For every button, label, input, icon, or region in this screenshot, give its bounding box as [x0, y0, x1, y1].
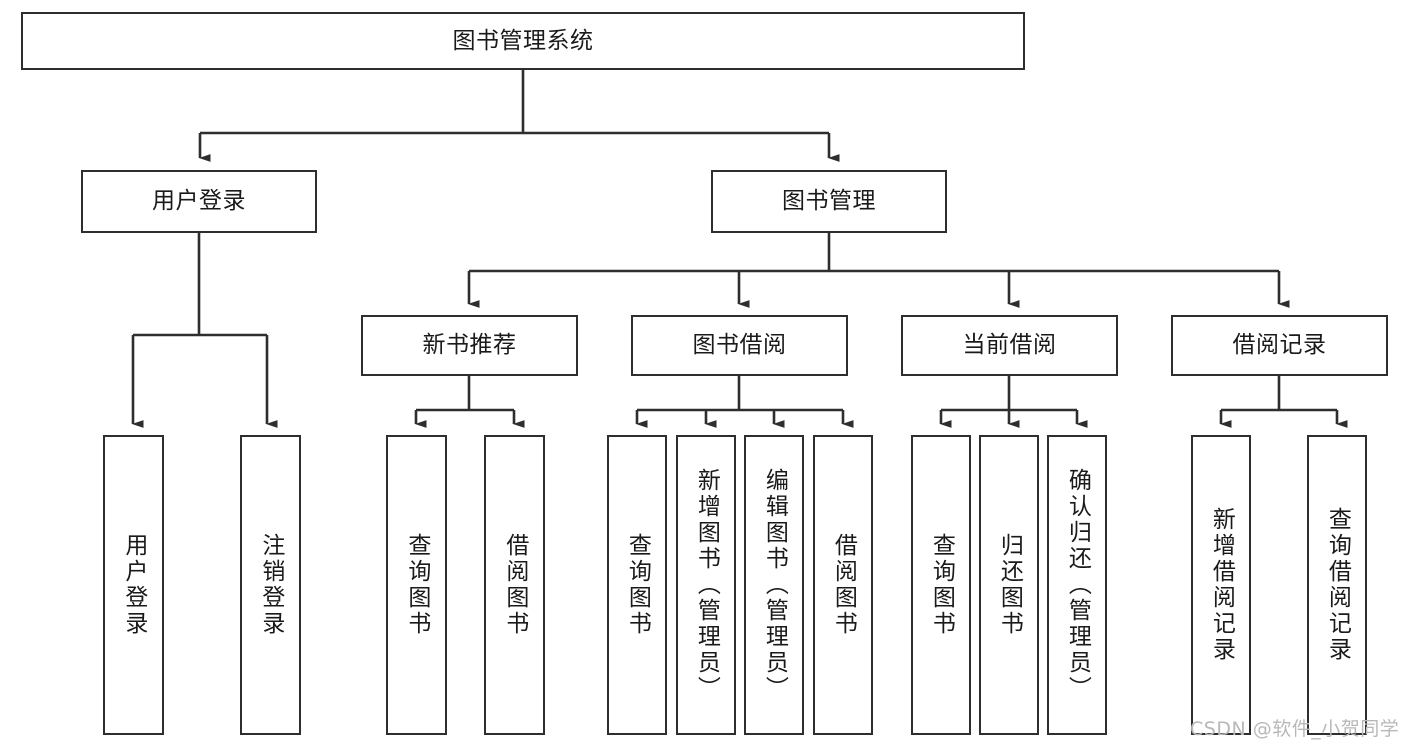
node-label: 当前借阅 — [962, 332, 1057, 359]
edge-group-book-manage — [467, 233, 1290, 308]
node-leaf-borrow-book-2[interactable]: 借阅图书 — [813, 435, 873, 735]
node-new-book-recommend[interactable]: 新书推荐 — [361, 315, 578, 376]
node-label: 查询图书 — [403, 533, 430, 637]
edge-group-current-borrow — [939, 376, 1088, 428]
node-leaf-user-login[interactable]: 用户登录 — [103, 435, 164, 735]
node-leaf-query-book-3[interactable]: 查询图书 — [911, 435, 971, 735]
node-current-borrow[interactable]: 当前借阅 — [901, 315, 1118, 376]
node-leaf-borrow-book-1[interactable]: 借阅图书 — [484, 435, 545, 735]
node-leaf-query-book-1[interactable]: 查询图书 — [386, 435, 447, 735]
node-user-login[interactable]: 用户登录 — [81, 170, 317, 233]
node-label: 查询借阅记录 — [1324, 507, 1351, 663]
node-book-manage[interactable]: 图书管理 — [711, 170, 947, 233]
node-label: 归还图书 — [996, 533, 1023, 637]
node-leaf-confirm-return[interactable]: 确认归还（管理员） — [1047, 435, 1107, 735]
node-label: 确认归还（管理员） — [1064, 468, 1091, 702]
node-label: 用户登录 — [120, 533, 147, 637]
node-leaf-user-logout[interactable]: 注销登录 — [240, 435, 301, 735]
node-leaf-add-book[interactable]: 新增图书（管理员） — [676, 435, 736, 735]
node-label: 查询图书 — [928, 533, 955, 637]
node-label: 注销登录 — [257, 533, 284, 637]
node-label: 图书管理系统 — [452, 27, 594, 54]
node-label: 借阅图书 — [501, 533, 528, 637]
node-leaf-return-book[interactable]: 归还图书 — [979, 435, 1039, 735]
edge-group-book-borrow — [635, 376, 854, 428]
node-leaf-add-record[interactable]: 新增借阅记录 — [1191, 435, 1251, 735]
node-label: 新书推荐 — [422, 332, 517, 359]
edge-group-borrow-record — [1219, 376, 1348, 428]
node-label: 编辑图书（管理员） — [761, 468, 788, 702]
node-label: 借阅记录 — [1232, 332, 1327, 359]
node-label: 借阅图书 — [830, 533, 857, 637]
node-label: 查询图书 — [624, 533, 651, 637]
node-label: 新增借阅记录 — [1208, 507, 1235, 663]
node-leaf-edit-book[interactable]: 编辑图书（管理员） — [744, 435, 804, 735]
node-leaf-query-book-2[interactable]: 查询图书 — [607, 435, 667, 735]
node-leaf-query-record[interactable]: 查询借阅记录 — [1307, 435, 1367, 735]
edge-group-new-book-recommend — [414, 376, 525, 428]
node-label: 新增图书（管理员） — [693, 468, 720, 702]
node-label: 图书借阅 — [692, 332, 787, 359]
node-root-system[interactable]: 图书管理系统 — [21, 12, 1025, 70]
node-label: 用户登录 — [152, 188, 246, 215]
edge-group-user-login — [131, 233, 278, 428]
node-borrow-record[interactable]: 借阅记录 — [1171, 315, 1388, 376]
node-book-borrow[interactable]: 图书借阅 — [631, 315, 848, 376]
csdn-watermark: CSDN @软件_小贺同学 — [1190, 718, 1400, 740]
edge-group-root — [198, 70, 840, 162]
node-label: 图书管理 — [782, 188, 876, 215]
